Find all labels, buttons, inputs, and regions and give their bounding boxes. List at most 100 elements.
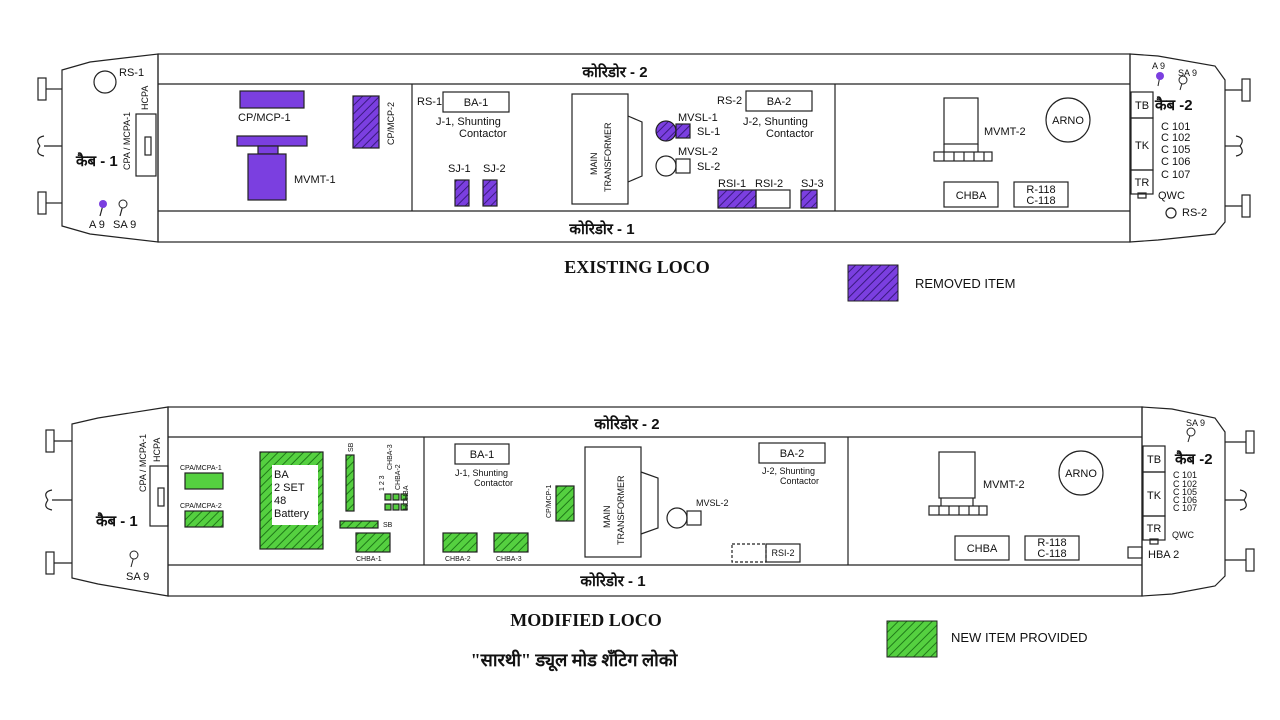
cp-mcp1-new-item — [555, 485, 575, 522]
main-transformer-label-1: MAIN — [589, 153, 599, 176]
c-list-0: C 101 — [1161, 121, 1190, 133]
legend-removed-label: REMOVED ITEM — [915, 276, 1015, 291]
c-list-4: C 107 — [1161, 169, 1190, 181]
j2-label-b: Contactor — [766, 128, 814, 140]
main-transformer-2 — [584, 446, 642, 558]
cp-mcp2-label: CP/MCP-2 — [386, 102, 396, 145]
a9-right-label: A 9 — [1152, 61, 1165, 71]
cab-2-outline — [1129, 53, 1226, 243]
sj3-label: SJ-3 — [801, 178, 824, 190]
ba2-label: BA-2 — [767, 96, 791, 108]
cpa-mcpa-label-2: CPA / MCPA-1 — [138, 434, 148, 492]
ba1-box-2 — [454, 443, 510, 465]
ba-line-2: 48 — [274, 495, 286, 507]
arno-circle-2 — [1058, 450, 1104, 496]
cab-2-label: कैब -2 — [1154, 96, 1193, 114]
sb-top-label: SB — [348, 442, 355, 452]
tb-label: TB — [1135, 100, 1149, 112]
rsi2-box-2 — [765, 543, 801, 563]
rs2-right-label: RS-2 — [1182, 207, 1207, 219]
right-buffers-2 — [1225, 430, 1255, 572]
r118-box — [1013, 181, 1069, 208]
hcpa-label-2: HCPA — [152, 438, 162, 462]
ba2-label-2: BA-2 — [780, 448, 804, 460]
hchba-vert-label: HCHBA — [403, 485, 410, 510]
ba1-label: BA-1 — [464, 97, 488, 109]
corridor-1-label: कोरिडोर - 1 — [568, 220, 634, 238]
sl1-label: SL-1 — [697, 126, 720, 138]
mvsl2-item — [655, 155, 677, 177]
c118-label: C-118 — [1026, 195, 1055, 207]
ba-line-0: BA — [274, 469, 289, 481]
sa9-label: SA 9 — [113, 219, 136, 231]
rsi-removed-outline — [731, 543, 767, 563]
mvmt1-label: MVMT-1 — [294, 174, 336, 186]
sb-bottom-label: SB — [383, 522, 393, 529]
sa9-right-label: SA 9 — [1178, 68, 1197, 78]
mvsl1-label: MVSL-1 — [678, 112, 718, 124]
r118-label-2: R-118 — [1037, 537, 1066, 549]
modified-loco — [45, 406, 1255, 597]
j1-label-b: Contactor — [459, 128, 507, 140]
cp-mcp1-new-label: CP/MCP-1 — [546, 484, 553, 518]
j1-label-2b: Contactor — [474, 478, 513, 488]
main-transformer-label-2: TRANSFORMER — [603, 122, 613, 192]
sa9-left-label: SA 9 — [126, 571, 149, 583]
rs1-label: RS-1 — [119, 67, 144, 79]
cab-2-outline-2 — [1141, 406, 1226, 597]
chba1-label: CHBA-1 — [356, 556, 382, 563]
tb-label-2: TB — [1147, 454, 1161, 466]
tr-box-2 — [1142, 515, 1166, 541]
chba-box — [943, 181, 999, 208]
rs2-label: RS-2 — [717, 95, 742, 107]
existing-loco — [37, 53, 1251, 243]
cpa-mcpa1-item — [184, 472, 224, 490]
sa9-right-key-icon — [1178, 75, 1188, 91]
cpa-mcpa1-label: CPA/MCPA-1 — [180, 465, 222, 472]
c-list-2-3: C 106 — [1173, 495, 1197, 505]
r118-label: R-118 — [1026, 184, 1055, 196]
sb-vertical-bar — [345, 454, 355, 512]
body-outline — [157, 53, 1131, 243]
ba2-box-2 — [758, 442, 826, 464]
sa9-left-key-icon — [129, 550, 139, 568]
right-buffers — [1225, 78, 1251, 218]
rsi1-label: RSI-1 — [718, 178, 746, 190]
j2-label-2: J-2, Shunting — [762, 466, 815, 476]
cpa-mcpa-label: CPA / MCPA-1 — [122, 112, 132, 170]
c-list-2-0: C 101 — [1173, 470, 1197, 480]
left-buffers — [37, 77, 62, 215]
hcpa-label: HCPA — [140, 86, 150, 110]
chba2-vert-label: CHBA-2 — [395, 464, 402, 490]
mvmt2-label-2: MVMT-2 — [983, 479, 1025, 491]
sj2-label: SJ-2 — [483, 163, 506, 175]
j2-label-2b: Contactor — [780, 476, 819, 486]
chba2-label: CHBA-2 — [445, 556, 471, 563]
a9-right-key-icon — [1156, 72, 1164, 87]
r118-box-2 — [1024, 535, 1080, 561]
sl2-label: SL-2 — [697, 161, 720, 173]
sj1-item — [454, 179, 470, 207]
tr-box — [1130, 169, 1154, 195]
hcpa-box — [135, 113, 157, 177]
c118-label-2: C-118 — [1037, 548, 1066, 560]
chba-label: CHBA — [956, 190, 987, 202]
hcpa-box-2 — [149, 465, 169, 527]
cp-mcp1-label: CP/MCP-1 — [238, 112, 291, 124]
sj1-label: SJ-1 — [448, 163, 471, 175]
j2-label: J-2, Shunting — [743, 116, 808, 128]
legend-removed-swatch — [847, 264, 899, 302]
hba2-box — [1127, 546, 1143, 559]
mvmt2-box-2 — [938, 451, 976, 499]
sa9-right-key-icon-2 — [1186, 427, 1196, 443]
c-list-2-1: C 102 — [1173, 479, 1197, 489]
tr-label-2: TR — [1147, 523, 1162, 535]
arno-circle — [1045, 97, 1091, 143]
rsi2-label-2: RSI-2 — [771, 548, 794, 558]
tk-label-2: TK — [1147, 490, 1162, 502]
tk-label: TK — [1135, 140, 1150, 152]
mvmt2-label: MVMT-2 — [984, 126, 1026, 138]
c-list-3: C 106 — [1161, 156, 1190, 168]
rs1-mid-label: RS-1 — [417, 96, 442, 108]
